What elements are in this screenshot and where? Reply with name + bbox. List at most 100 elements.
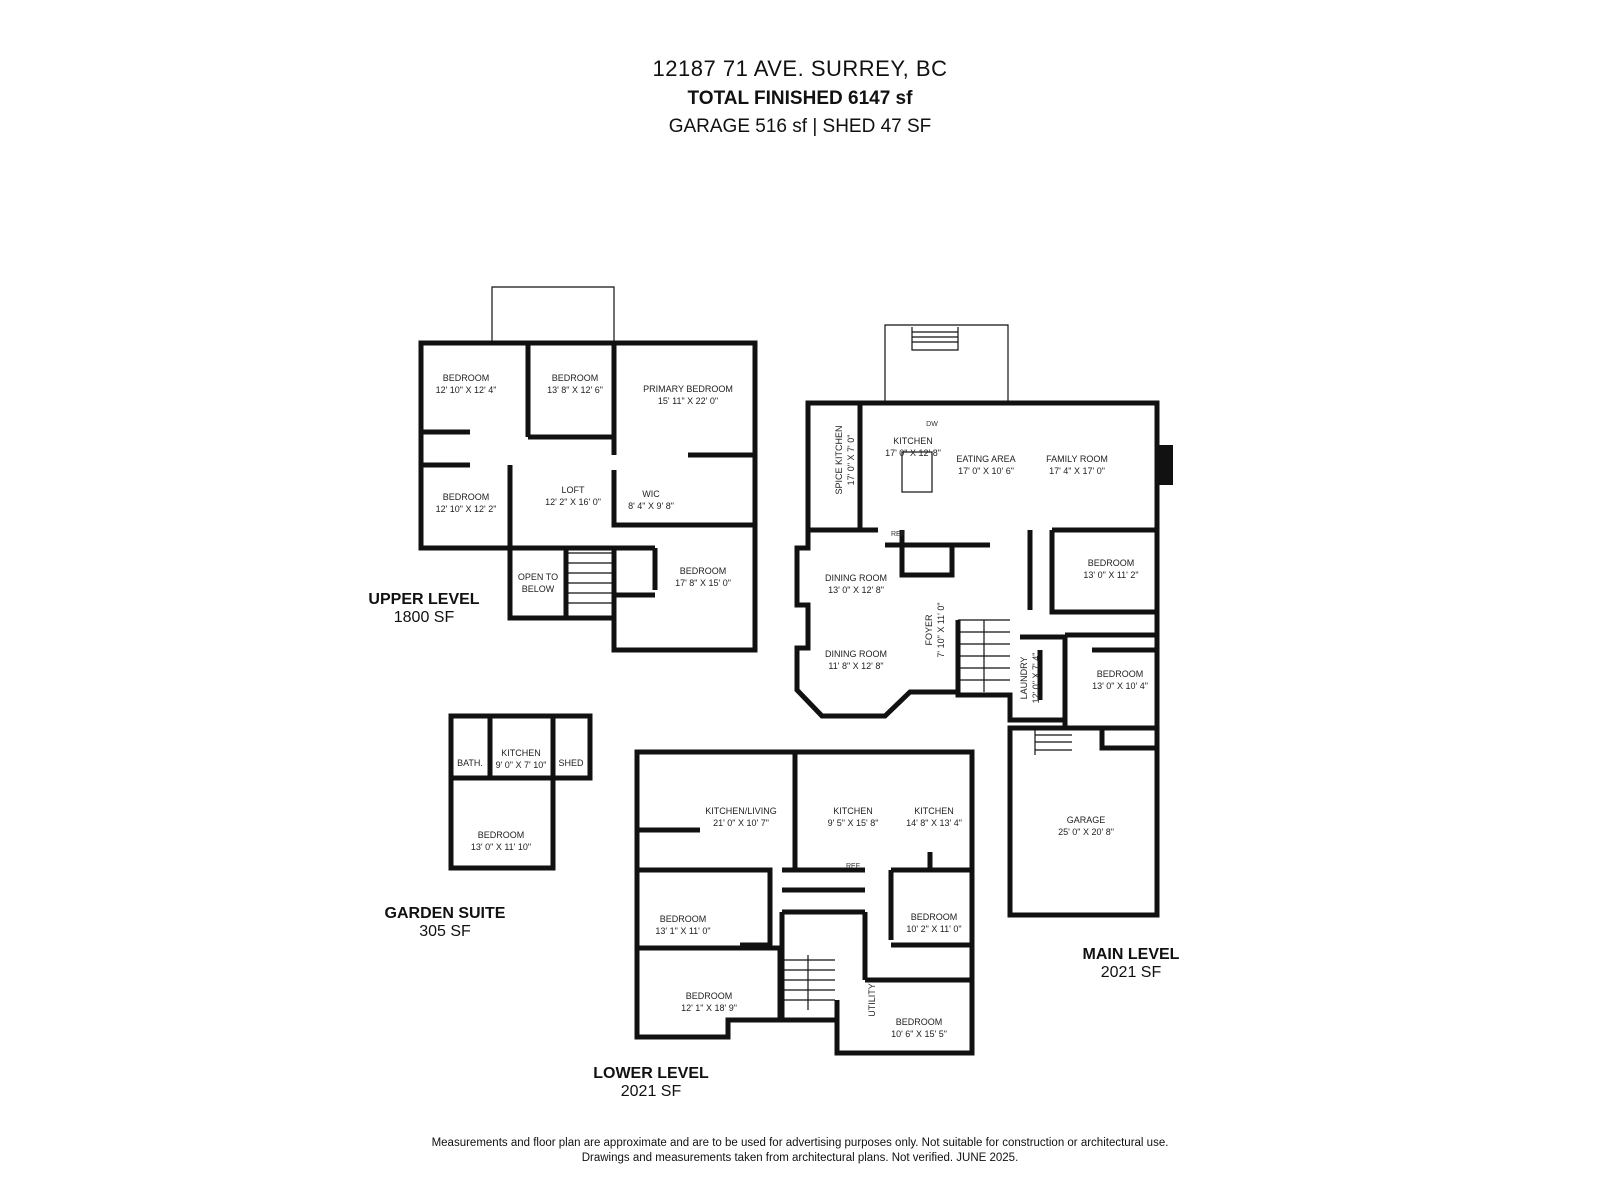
room-label: OPEN TO BELOW (518, 572, 558, 594)
room-dimensions: 13' 8" X 12' 6" (547, 385, 603, 395)
room-dimensions: 12' 2" X 16' 0" (545, 497, 601, 507)
room-dimensions: 10' 2" X 11' 0" (906, 924, 961, 934)
room-label: KITCHEN 9' 0" X 7' 10" (496, 748, 547, 770)
room-name: BEDROOM (443, 492, 490, 502)
room-dimensions: 21' 0" X 10' 7" (713, 818, 769, 828)
room-label: BEDROOM 13' 0" X 11' 2" (1083, 558, 1138, 580)
room-name: BEDROOM (552, 373, 599, 383)
room-name: DINING ROOM (825, 573, 887, 583)
room-name: BEDROOM (1097, 669, 1144, 679)
room-name: OPEN TO (518, 572, 558, 582)
garage-shed-area: GARAGE 516 sf | SHED 47 SF (668, 116, 932, 137)
level-name: MAIN LEVEL (1083, 946, 1180, 963)
room-dimensions: 12' 0" X 7' 4" (1031, 653, 1041, 704)
room-dimensions: 17' 8" X 15' 0" (675, 578, 731, 588)
room-dimensions: 10' 6" X 15' 5" (891, 1029, 947, 1039)
room-dimensions: 9' 5" X 15' 8" (828, 818, 879, 828)
room-label: LOFT 12' 2" X 16' 0" (545, 485, 601, 507)
room-label: WIC 8' 4" X 9' 8" (628, 489, 674, 511)
room-label: EATING AREA 17' 0" X 10' 6" (956, 454, 1015, 476)
room-dimensions: 12' 1" X 18' 9" (681, 1003, 737, 1013)
room-name: KITCHEN (893, 436, 933, 446)
disclaimer-line-1: Measurements and floor plan are approxim… (431, 1137, 1169, 1149)
deck-stairs (911, 327, 959, 351)
room-dimensions: 17' 0" X 10' 6" (958, 466, 1014, 476)
room-dimensions: 17' 4" X 17' 0" (1049, 466, 1105, 476)
room-name: LAUNDRY (1019, 657, 1029, 700)
room-label: BEDROOM 12' 10" X 12' 2" (436, 492, 497, 514)
room-name: KITCHEN (833, 806, 873, 816)
room-name: EATING AREA (956, 454, 1015, 464)
room-name: KITCHEN (914, 806, 954, 816)
room-label: BEDROOM 10' 6" X 15' 5" (891, 1017, 947, 1039)
garden-suite-plan (448, 713, 593, 871)
level-name: LOWER LEVEL (593, 1065, 709, 1082)
kitchen-island (901, 451, 933, 493)
room-label: DINING ROOM 11' 8" X 12' 8" (825, 649, 887, 671)
room-label: BATH. (457, 758, 483, 768)
room-label: PRIMARY BEDROOM 15' 11" X 22' 0" (643, 384, 733, 406)
room-label: SHED (558, 758, 584, 768)
deck (884, 324, 1009, 403)
room-dimensions: 13' 1" X 11' 0" (655, 926, 710, 936)
room-dimensions: 9' 0" X 7' 10" (496, 760, 547, 770)
upper-level-plan (418, 286, 758, 653)
level-area: 2021 SF (1101, 964, 1162, 981)
fridge-label: REF (846, 863, 860, 870)
room-name: KITCHEN/LIVING (705, 806, 777, 816)
room-dimensions: 11' 8" X 12' 8" (828, 661, 883, 671)
property-address: 12187 71 AVE. SURREY, BC (652, 56, 948, 81)
room-dimensions: BELOW (522, 584, 555, 594)
room-name: UTILITY (867, 983, 877, 1017)
room-dimensions: 25' 0" X 20' 8" (1058, 827, 1114, 837)
room-name: LOFT (561, 485, 585, 495)
fridge-label: REF (891, 531, 905, 538)
room-name: PRIMARY BEDROOM (643, 384, 733, 394)
level-area: 2021 SF (621, 1083, 682, 1100)
room-dimensions: 12' 10" X 12' 4" (436, 385, 497, 395)
room-label: KITCHEN 9' 5" X 15' 8" (828, 806, 879, 828)
balcony (491, 286, 615, 343)
room-name: BEDROOM (911, 912, 958, 922)
room-name: BATH. (457, 758, 483, 768)
room-label: BEDROOM 17' 8" X 15' 0" (675, 566, 731, 588)
room-name: SPICE KITCHEN (834, 425, 844, 494)
main-level-plan (794, 324, 1173, 918)
room-name: DINING ROOM (825, 649, 887, 659)
room-dimensions: 12' 10" X 12' 2" (436, 504, 497, 514)
disclaimer-line-2: Drawings and measurements taken from arc… (581, 1152, 1019, 1164)
room-label: BEDROOM 13' 8" X 12' 6" (547, 373, 603, 395)
lower-level-plan (634, 749, 975, 1056)
room-dimensions: 17' 0" X 7' 0" (846, 435, 856, 486)
room-label: DINING ROOM 13' 0" X 12' 8" (825, 573, 887, 595)
level-name: UPPER LEVEL (368, 591, 479, 608)
level-name: GARDEN SUITE (385, 905, 506, 922)
level-area: 305 SF (419, 923, 471, 940)
room-dimensions: 13' 0" X 11' 2" (1083, 570, 1138, 580)
level-area: 1800 SF (394, 609, 455, 626)
room-name: FOYER (924, 614, 934, 646)
room-dimensions: 15' 11" X 22' 0" (658, 396, 718, 406)
room-name: SHED (558, 758, 584, 768)
room-dimensions: 8' 4" X 9' 8" (628, 501, 674, 511)
room-dimensions: 7' 10" X 11' 0" (936, 602, 946, 657)
room-name: BEDROOM (680, 566, 727, 576)
room-name: WIC (642, 489, 660, 499)
room-dimensions: 13' 0" X 12' 8" (828, 585, 884, 595)
room-name: KITCHEN (501, 748, 541, 758)
room-label: KITCHEN/LIVING 21' 0" X 10' 7" (705, 806, 777, 828)
room-name: BEDROOM (896, 1017, 943, 1027)
room-name: BEDROOM (1088, 558, 1135, 568)
room-dimensions: 13' 0" X 10' 4" (1092, 681, 1148, 691)
